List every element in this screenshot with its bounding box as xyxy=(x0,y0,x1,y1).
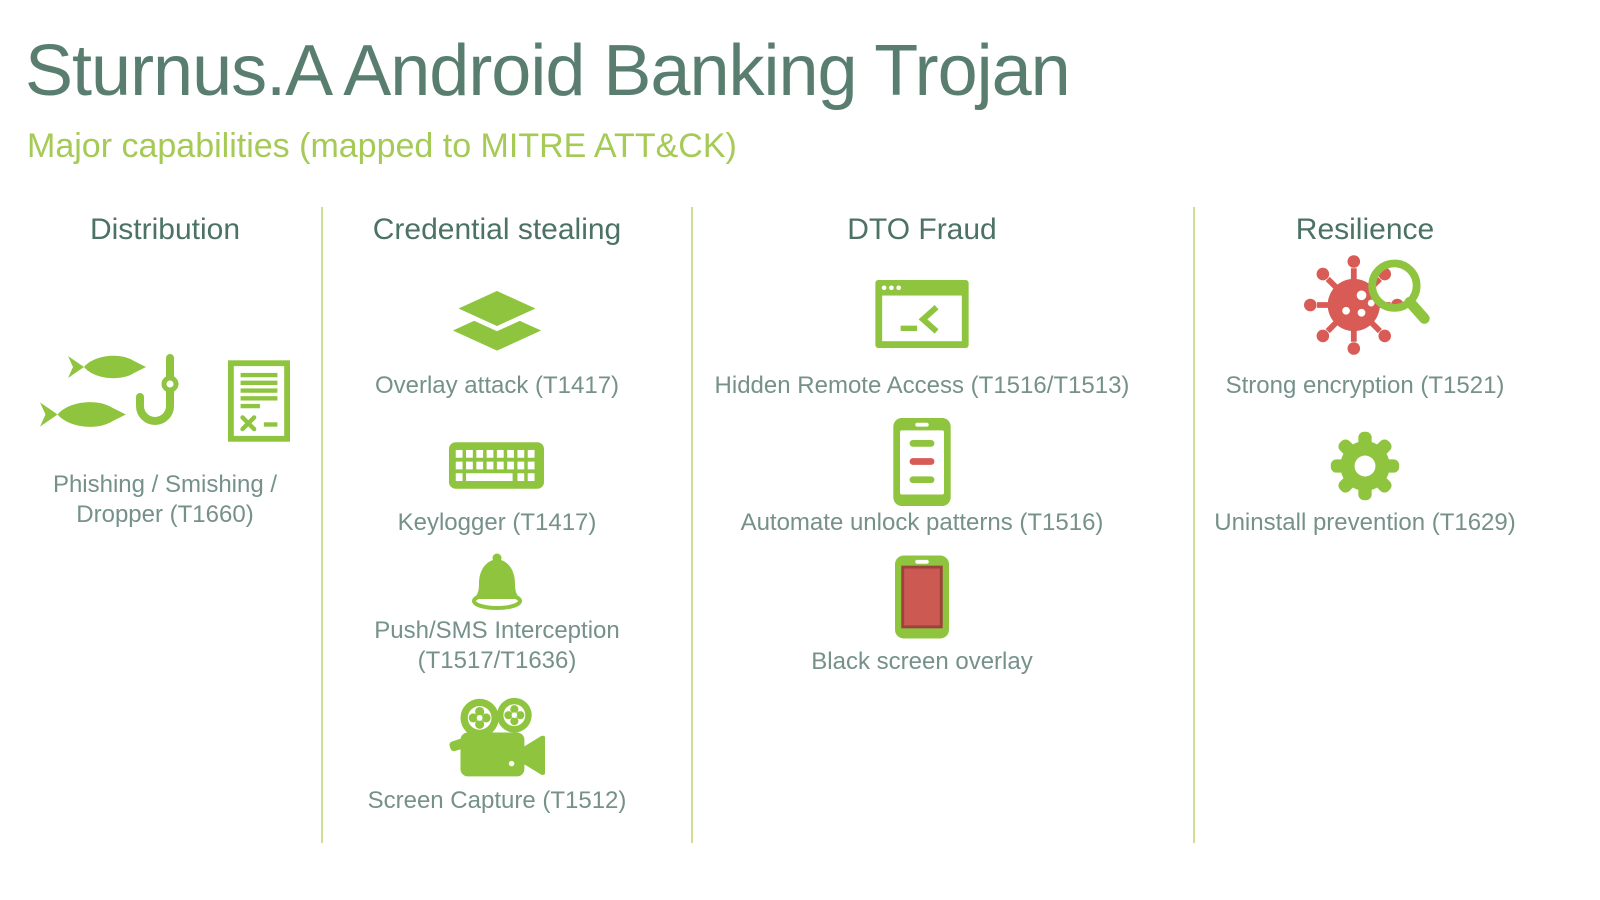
capability-label-hidden-remote-access: Hidden Remote Access (T1516/T1513) xyxy=(714,372,1130,399)
capability-label-screen-capture: Screen Capture (T1512) xyxy=(367,787,627,814)
capability-label-keylogger: Keylogger (T1417) xyxy=(397,509,597,536)
distribution-icon-group xyxy=(25,333,305,468)
gear-icon xyxy=(1327,428,1403,504)
column-header-credential-stealing: Credential stealing xyxy=(372,213,622,246)
column-divider xyxy=(1193,207,1195,843)
column-header-distribution: Distribution xyxy=(89,213,241,246)
capability-label-overlay-attack: Overlay attack (T1417) xyxy=(374,372,620,399)
page-title: Sturnus.A Android Banking Trojan xyxy=(25,31,1071,111)
column-divider xyxy=(321,207,323,843)
capability-label-strong-encryption: Strong encryption (T1521) xyxy=(1225,372,1505,399)
capability-label-push-sms-interception: Push/SMS Interception (T1517/T1636) xyxy=(374,617,620,674)
column-header-resilience: Resilience xyxy=(1295,213,1435,246)
capability-label-uninstall-prevention: Uninstall prevention (T1629) xyxy=(1214,509,1516,536)
capability-label-phishing: Phishing / Smishing / Dropper (T1660) xyxy=(52,471,278,528)
bell-icon xyxy=(464,551,530,613)
video-camera-icon xyxy=(449,696,545,780)
virus-magnifier-icon xyxy=(1290,252,1435,358)
column-divider xyxy=(691,207,693,843)
capability-label-black-screen-overlay: Black screen overlay xyxy=(811,648,1033,675)
column-header-dto-fraud: DTO Fraud xyxy=(847,213,997,246)
phone-unlock-pattern-icon xyxy=(893,418,951,506)
phone-black-screen-icon xyxy=(895,555,949,639)
page-subtitle: Major capabilities (mapped to MITRE ATT&… xyxy=(27,127,737,165)
layers-icon xyxy=(451,286,543,354)
capability-label-automate-unlock-patterns: Automate unlock patterns (T1516) xyxy=(740,509,1104,536)
keyboard-icon xyxy=(448,440,545,491)
dropper-document-icon xyxy=(228,359,290,443)
terminal-window-icon xyxy=(875,280,969,348)
phishing-fish-hook-icon xyxy=(40,348,200,453)
